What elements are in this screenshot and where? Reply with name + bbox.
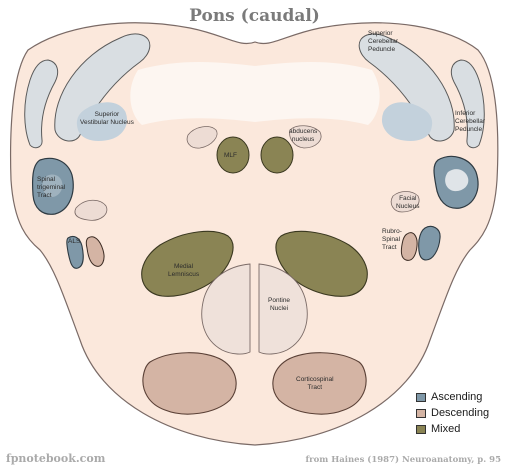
corticospinal-tract-right <box>272 352 367 415</box>
label-corticospinal-tract: Corticospinal Tract <box>296 376 334 391</box>
label-medial-lemniscus: Medial Lemniscus <box>168 263 200 278</box>
label-inferior-cerebellar-peduncle: Inferior Cerebellar Peduncle <box>455 110 485 133</box>
legend-item-descending: Descending <box>416 405 489 421</box>
superior-vestibular-nucleus-right <box>382 102 433 141</box>
medial-lemniscus-right <box>275 230 368 297</box>
legend-label-descending: Descending <box>431 407 490 419</box>
legend-item-mixed: Mixed <box>416 421 489 437</box>
pontine-nuclei-right <box>258 263 308 355</box>
label-abducens-nucleus: abducens nucleus <box>289 128 318 143</box>
legend-item-ascending: Ascending <box>416 389 489 405</box>
inferior-cerebellar-peduncle-left <box>24 59 59 149</box>
als-left <box>66 235 84 269</box>
label-facial-nucleus: Facial Nucleus <box>396 195 420 210</box>
label-superior-cerebellar-peduncle: Superior Cerebellar Peduncle <box>368 30 398 53</box>
superior-cerebellar-peduncle-left <box>54 33 151 142</box>
mlf-left <box>216 136 250 174</box>
abducens-nucleus-left <box>186 126 218 149</box>
rubrospinal-left <box>85 236 105 267</box>
label-pontine-nuclei: Pontine Nuclei <box>268 297 291 312</box>
legend-swatch-ascending <box>416 392 426 402</box>
label-rubrospinal-tract: Rubro- Spinal Tract <box>382 228 402 251</box>
label-als: ALS <box>68 238 81 245</box>
legend: Ascending Descending Mixed <box>416 389 489 437</box>
legend-swatch-descending <box>416 408 426 418</box>
mlf-right <box>260 136 294 174</box>
medial-lemniscus-left <box>141 230 234 297</box>
footer-source: from Haines (1987) Neuroanatomy, p. 95 <box>305 455 501 465</box>
legend-label-mixed: Mixed <box>431 423 461 435</box>
facial-nucleus-right <box>390 191 420 213</box>
fourth-ventricle <box>130 62 380 125</box>
footer-site: fpnotebook.com <box>6 452 106 465</box>
spinal-trigeminal-inner-right <box>445 169 469 192</box>
spinal-trigeminal-inner-left <box>42 174 63 198</box>
label-mlf: MLF <box>224 152 237 159</box>
diagram-title: Pons (caudal) <box>189 6 320 26</box>
pons-outline <box>9 22 499 446</box>
superior-vestibular-nucleus-left <box>76 102 127 141</box>
inferior-cerebellar-peduncle-right <box>450 59 485 149</box>
legend-label-ascending: Ascending <box>431 391 483 403</box>
facial-nucleus-left <box>74 199 108 221</box>
label-spinal-trigeminal-tract: Spinal trigeminal Tract <box>37 176 66 199</box>
corticospinal-tract-left <box>142 352 237 415</box>
als-right <box>418 225 441 261</box>
pontine-nuclei-left <box>201 263 251 355</box>
abducens-nucleus-right <box>289 125 322 149</box>
label-superior-vestibular-nucleus: Superior Vestibular Nucleus <box>80 111 134 126</box>
superior-cerebellar-peduncle-right <box>358 33 455 142</box>
rubrospinal-right <box>400 232 418 261</box>
legend-swatch-mixed <box>416 424 426 434</box>
